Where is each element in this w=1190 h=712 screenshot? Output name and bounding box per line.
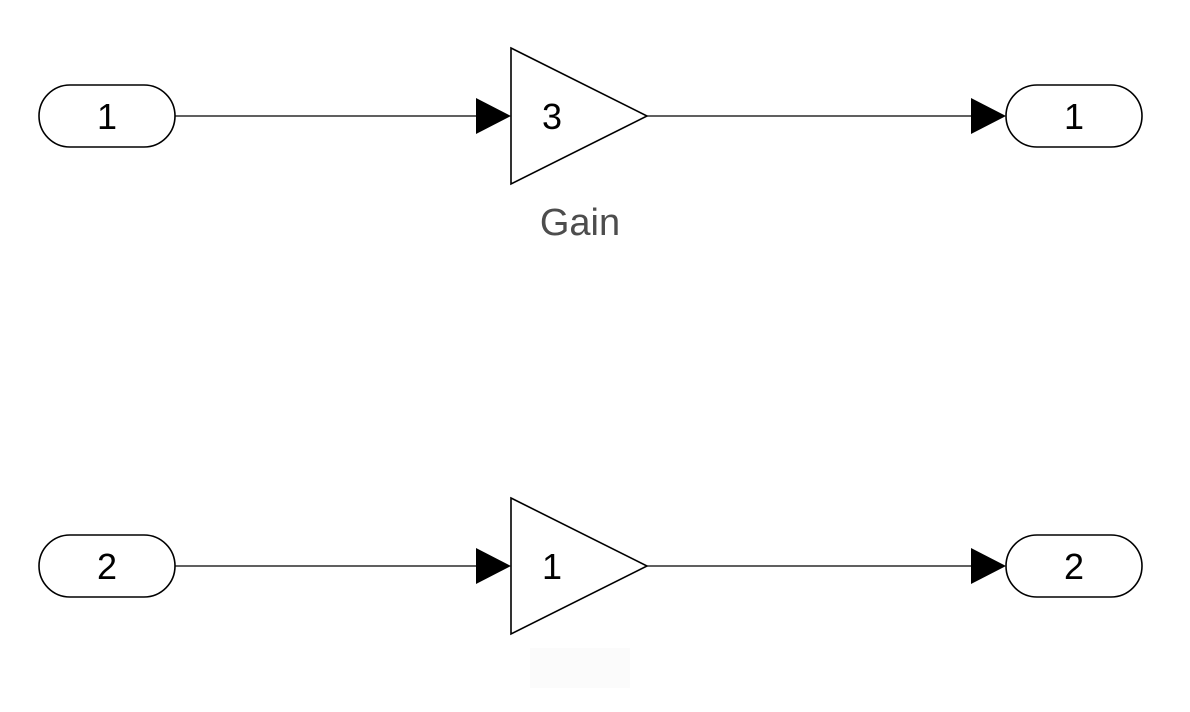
outport-label-1: 1 xyxy=(1064,96,1084,137)
row-2: 2 1 2 xyxy=(38,496,1143,688)
signal-line-in-2[interactable] xyxy=(175,548,511,584)
gain-block-1[interactable]: 3 xyxy=(510,46,649,186)
gain-block-name-2-placeholder xyxy=(530,648,630,688)
outport-block-2[interactable]: 2 xyxy=(1005,534,1143,598)
gain-value-2: 1 xyxy=(542,546,562,587)
inport-block-1[interactable]: 1 xyxy=(38,84,176,148)
signal-line-in-1[interactable] xyxy=(175,98,511,134)
arrowhead-icon xyxy=(476,548,511,584)
signal-line-out-2[interactable] xyxy=(647,548,1006,584)
outport-label-2: 2 xyxy=(1064,546,1084,587)
inport-label-1: 1 xyxy=(97,96,117,137)
signal-line-out-1[interactable] xyxy=(647,98,1006,134)
outport-block-1[interactable]: 1 xyxy=(1005,84,1143,148)
gain-value-1: 3 xyxy=(542,96,562,137)
row-1: 1 3 Gain 1 xyxy=(38,46,1143,244)
arrowhead-icon xyxy=(971,548,1006,584)
inport-block-2[interactable]: 2 xyxy=(38,534,176,598)
arrowhead-icon xyxy=(476,98,511,134)
gain-block-name-1: Gain xyxy=(540,202,620,244)
inport-label-2: 2 xyxy=(97,546,117,587)
arrowhead-icon xyxy=(971,98,1006,134)
gain-block-2[interactable]: 1 xyxy=(510,496,649,636)
